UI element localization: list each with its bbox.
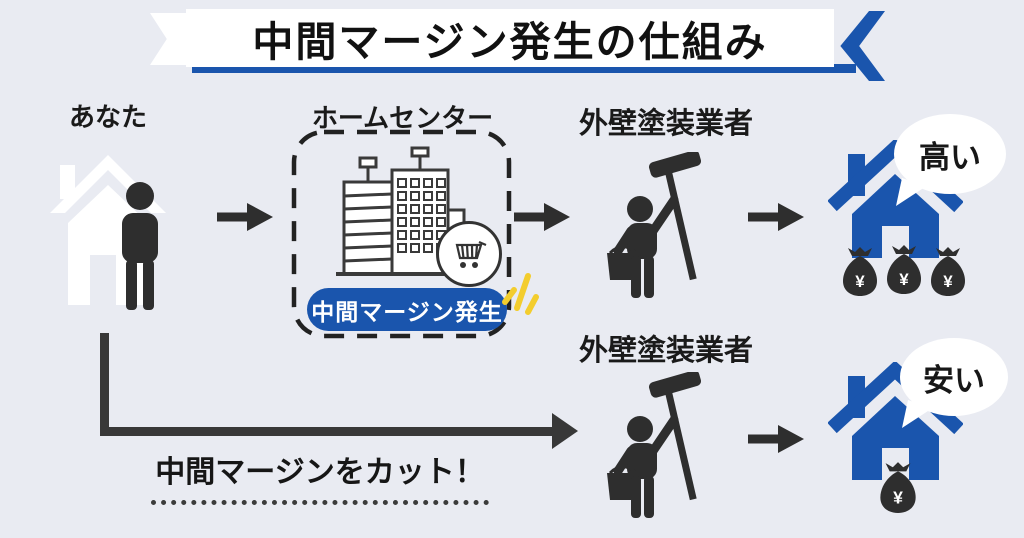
bypass-arrowhead-icon — [552, 413, 578, 449]
home-center-label: ホームセンター — [311, 103, 494, 133]
banner-ribbon-tail — [150, 13, 190, 65]
page-title: 中間マージン発生の仕組み — [252, 19, 768, 65]
yen-symbol: ¥ — [899, 270, 909, 289]
money-bags-icon: ¥ ¥ ¥ — [843, 245, 965, 296]
yen-symbol: ¥ — [893, 488, 903, 508]
flow-arrow-icon — [514, 203, 570, 231]
flow-arrow-icon — [748, 425, 804, 453]
money-bag-icon: ¥ — [880, 462, 916, 513]
yen-symbol: ¥ — [943, 272, 953, 291]
contractor-label-top: 外壁塗装業者 — [578, 108, 753, 140]
speech-bubble-cheap: 安い — [900, 338, 1008, 428]
customer-person-icon — [122, 182, 158, 310]
banner-underline — [192, 64, 856, 73]
flow-arrow-icon — [217, 203, 273, 231]
painter-icon-bottom — [607, 372, 702, 518]
flow-arrow-icon — [748, 203, 804, 231]
margin-badge: 中間マージン発生 — [307, 288, 507, 331]
customer-label: あなた — [68, 102, 147, 132]
shopping-cart-icon — [455, 240, 487, 268]
cut-label: 中間マージンをカット！ — [150, 447, 490, 505]
cart-circle — [436, 221, 502, 287]
contractor-label-bottom: 外壁塗装業者 — [578, 335, 753, 367]
bypass-arrow-vertical — [100, 333, 109, 433]
painter-icon-top — [607, 152, 702, 298]
price-label-cheap: 安い — [923, 362, 985, 398]
home-center-box — [291, 129, 512, 339]
banner-ribbon: 中間マージン発生の仕組み — [186, 9, 834, 67]
speech-bubble-expensive: 高い — [894, 114, 1006, 206]
margin-badge-label: 中間マージン発生 — [311, 298, 503, 325]
bypass-arrow-horizontal — [100, 427, 552, 436]
sparkle-icon — [502, 273, 539, 315]
yen-symbol: ¥ — [855, 272, 865, 291]
price-label-expensive: 高い — [919, 139, 981, 175]
